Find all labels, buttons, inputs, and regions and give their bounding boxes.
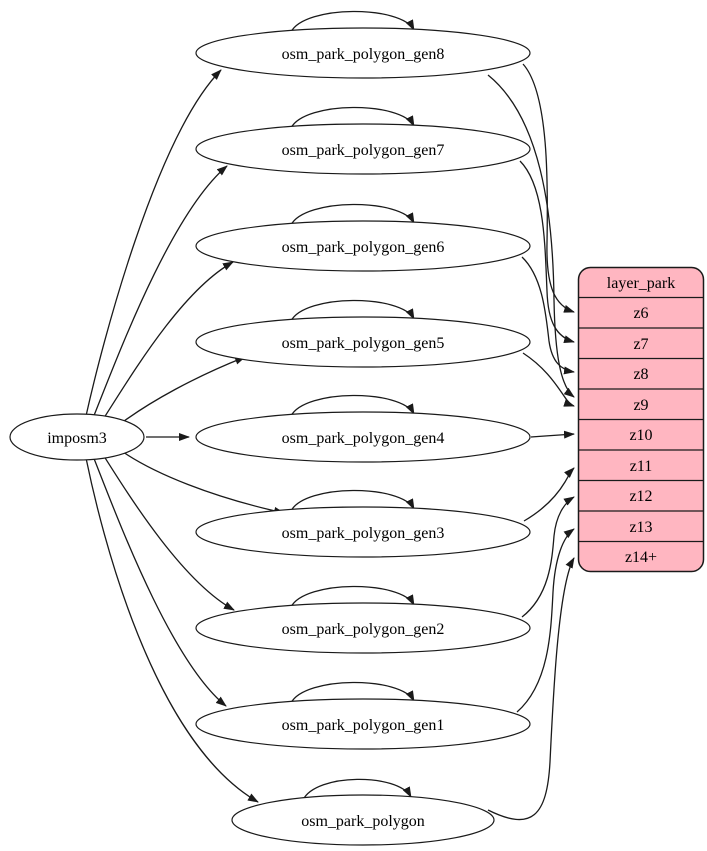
gen6-label: osm_park_polygon_gen6 [282, 239, 445, 256]
gen3-shape [195, 506, 531, 558]
self-loop-gen3 [290, 489, 415, 512]
gen7-label: osm_park_polygon_gen7 [282, 142, 445, 159]
edge-osm-park-polygon-z14 [487, 557, 575, 821]
imposm3-shape [9, 413, 145, 461]
gen1-label: osm_park_polygon_gen1 [282, 717, 445, 734]
row-z14: z14+ [625, 549, 657, 566]
gen2-shape [195, 602, 531, 654]
gen3-label: osm_park_polygon_gen3 [282, 525, 445, 542]
gen2-label: osm_park_polygon_gen2 [282, 621, 445, 638]
gen5-shape [195, 316, 531, 368]
self-loop-gen4 [290, 394, 415, 417]
node-osm-park-polygon-gen7: osm_park_polygon_gen7 [195, 123, 531, 175]
node-osm-park-polygon-gen1: osm_park_polygon_gen1 [195, 698, 531, 750]
edge-imposm3-gen2 [101, 452, 235, 611]
self-loop-osm-park-polygon [302, 778, 412, 801]
layer-park-table: layer_park z6 z7 z8 z9 z10 z11 z12 z13 z… [577, 266, 705, 573]
edges-to-layer-park [487, 63, 575, 821]
gen8-label: osm_park_polygon_gen8 [282, 46, 445, 63]
node-osm-park-polygon-gen5: osm_park_polygon_gen5 [195, 316, 531, 368]
edge-gen6-z8 [521, 256, 575, 375]
gen1-shape [195, 698, 531, 750]
self-loop-gen7 [290, 106, 415, 129]
edge-imposm3-gen1 [92, 455, 227, 707]
gen6-shape [195, 220, 531, 272]
gen7-shape [195, 123, 531, 175]
row-z7: z7 [633, 336, 648, 353]
edge-gen4-z10 [530, 430, 575, 439]
self-loop-gen8 [290, 10, 415, 33]
edge-imposm3-gen8 [85, 69, 222, 417]
self-loop-gen1 [290, 681, 415, 704]
edge-imposm3-osm-park-polygon [85, 457, 259, 803]
row-z9: z9 [633, 397, 648, 414]
node-osm-park-polygon-gen8: osm_park_polygon_gen8 [195, 27, 531, 79]
row-z11: z11 [630, 458, 653, 475]
edge-imposm3-gen7 [92, 165, 228, 419]
self-loop-gen5 [290, 299, 415, 322]
edges-from-imposm3 [85, 69, 285, 803]
node-osm-park-polygon: osm_park_polygon [231, 794, 495, 846]
edge-imposm3-gen3 [115, 446, 285, 515]
row-z12: z12 [629, 488, 652, 505]
node-osm-park-polygon-gen3: osm_park_polygon_gen3 [195, 506, 531, 558]
gen4-label: osm_park_polygon_gen4 [282, 430, 445, 447]
osm-park-polygon-shape [231, 794, 495, 846]
node-osm-park-polygon-gen2: osm_park_polygon_gen2 [195, 602, 531, 654]
row-z6: z6 [633, 305, 648, 322]
row-z10: z10 [629, 427, 652, 444]
edge-imposm3-gen5 [115, 356, 246, 428]
edge-imposm3-gen6 [101, 261, 234, 422]
gen4-shape [195, 411, 531, 463]
row-z8: z8 [633, 366, 648, 383]
edge-gen1-z13 [516, 528, 575, 713]
gen5-label: osm_park_polygon_gen5 [282, 335, 445, 352]
layer-park-header: layer_park [607, 275, 675, 292]
node-osm-park-polygon-gen6: osm_park_polygon_gen6 [195, 220, 531, 272]
self-loop-edges [290, 10, 415, 801]
node-osm-park-polygon-gen4: osm_park_polygon_gen4 [195, 411, 531, 463]
edge-gen5-z9 [522, 352, 575, 407]
edge-gen3-z11 [523, 467, 575, 522]
edge-gen8-z9 [487, 74, 575, 398]
imposm3-label: imposm3 [47, 430, 107, 447]
row-z13: z13 [629, 519, 652, 536]
gen8-shape [195, 27, 531, 79]
edge-gen8-z6 [522, 63, 575, 313]
self-loop-gen2 [290, 585, 415, 608]
osm-park-polygon-label: osm_park_polygon [301, 813, 425, 830]
node-imposm3: imposm3 [9, 413, 145, 461]
edge-gen7-z7 [519, 160, 575, 344]
edge-gen2-z12 [521, 496, 575, 618]
self-loop-gen6 [290, 203, 415, 226]
